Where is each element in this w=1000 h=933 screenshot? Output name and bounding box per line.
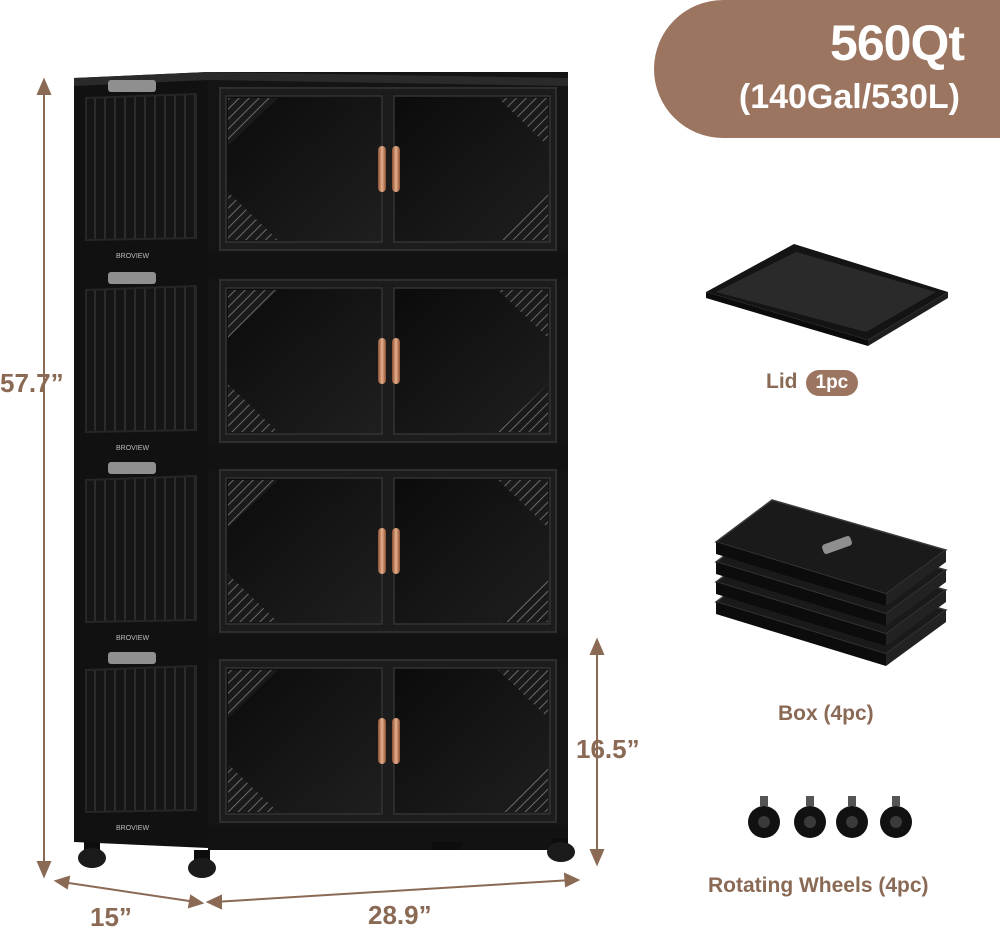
lid-image bbox=[706, 244, 948, 346]
cabinet-tier: BROVIEW bbox=[85, 272, 568, 470]
cabinet-tier: BROVIEW bbox=[85, 80, 568, 278]
height-label: 57.7” bbox=[0, 368, 64, 398]
door-handle-icon bbox=[392, 718, 400, 764]
caster-wheel-icon bbox=[794, 796, 826, 838]
box-label: Box (4pc) bbox=[778, 702, 874, 725]
door-handle-icon bbox=[378, 146, 386, 192]
brand-logo: BROVIEW bbox=[116, 825, 149, 832]
casters-image bbox=[748, 796, 912, 838]
latch-icon bbox=[108, 272, 156, 284]
door-handle-icon bbox=[392, 528, 400, 574]
width-label: 28.9” bbox=[368, 900, 432, 930]
brand-logo: BROVIEW bbox=[116, 635, 149, 642]
cabinet-wheels bbox=[78, 838, 575, 878]
height-dimension-line bbox=[36, 77, 52, 879]
door-handle-icon bbox=[378, 528, 386, 574]
latch-icon bbox=[108, 462, 156, 474]
brand-logo: BROVIEW bbox=[116, 445, 149, 452]
lid-label: Lid bbox=[766, 370, 798, 393]
caster-wheel-icon bbox=[880, 796, 912, 838]
wheels-label: Rotating Wheels (4pc) bbox=[708, 874, 929, 897]
capacity-conversions: (140Gal/530L) bbox=[738, 78, 960, 116]
depth-label: 15” bbox=[90, 902, 132, 932]
lid-count-badge: 1pc bbox=[805, 370, 859, 396]
box-height-label: 16.5” bbox=[576, 734, 640, 764]
capacity-badge: 560Qt (140Gal/530L) bbox=[654, 0, 1000, 138]
brand-logo: BROVIEW bbox=[116, 253, 149, 260]
cabinet-tier: BROVIEW bbox=[85, 462, 568, 660]
capacity-quarts: 560Qt bbox=[830, 15, 965, 71]
width-dimension-line bbox=[205, 872, 581, 910]
door-handle-icon bbox=[392, 146, 400, 192]
box-latch-icon bbox=[822, 536, 852, 554]
folded-boxes-image bbox=[714, 499, 948, 666]
door-handle-icon bbox=[378, 338, 386, 384]
latch-icon bbox=[108, 652, 156, 664]
depth-dimension-line bbox=[53, 875, 205, 909]
lid-caption: Lid 1pc bbox=[766, 370, 859, 396]
box-height-dimension-line bbox=[589, 637, 605, 867]
door-handle-icon bbox=[378, 718, 386, 764]
latch-icon bbox=[108, 80, 156, 92]
door-handle-icon bbox=[392, 338, 400, 384]
cabinet-tier: BROVIEW bbox=[85, 652, 568, 850]
caster-wheel-icon bbox=[748, 796, 780, 838]
caster-wheel-icon bbox=[836, 796, 868, 838]
